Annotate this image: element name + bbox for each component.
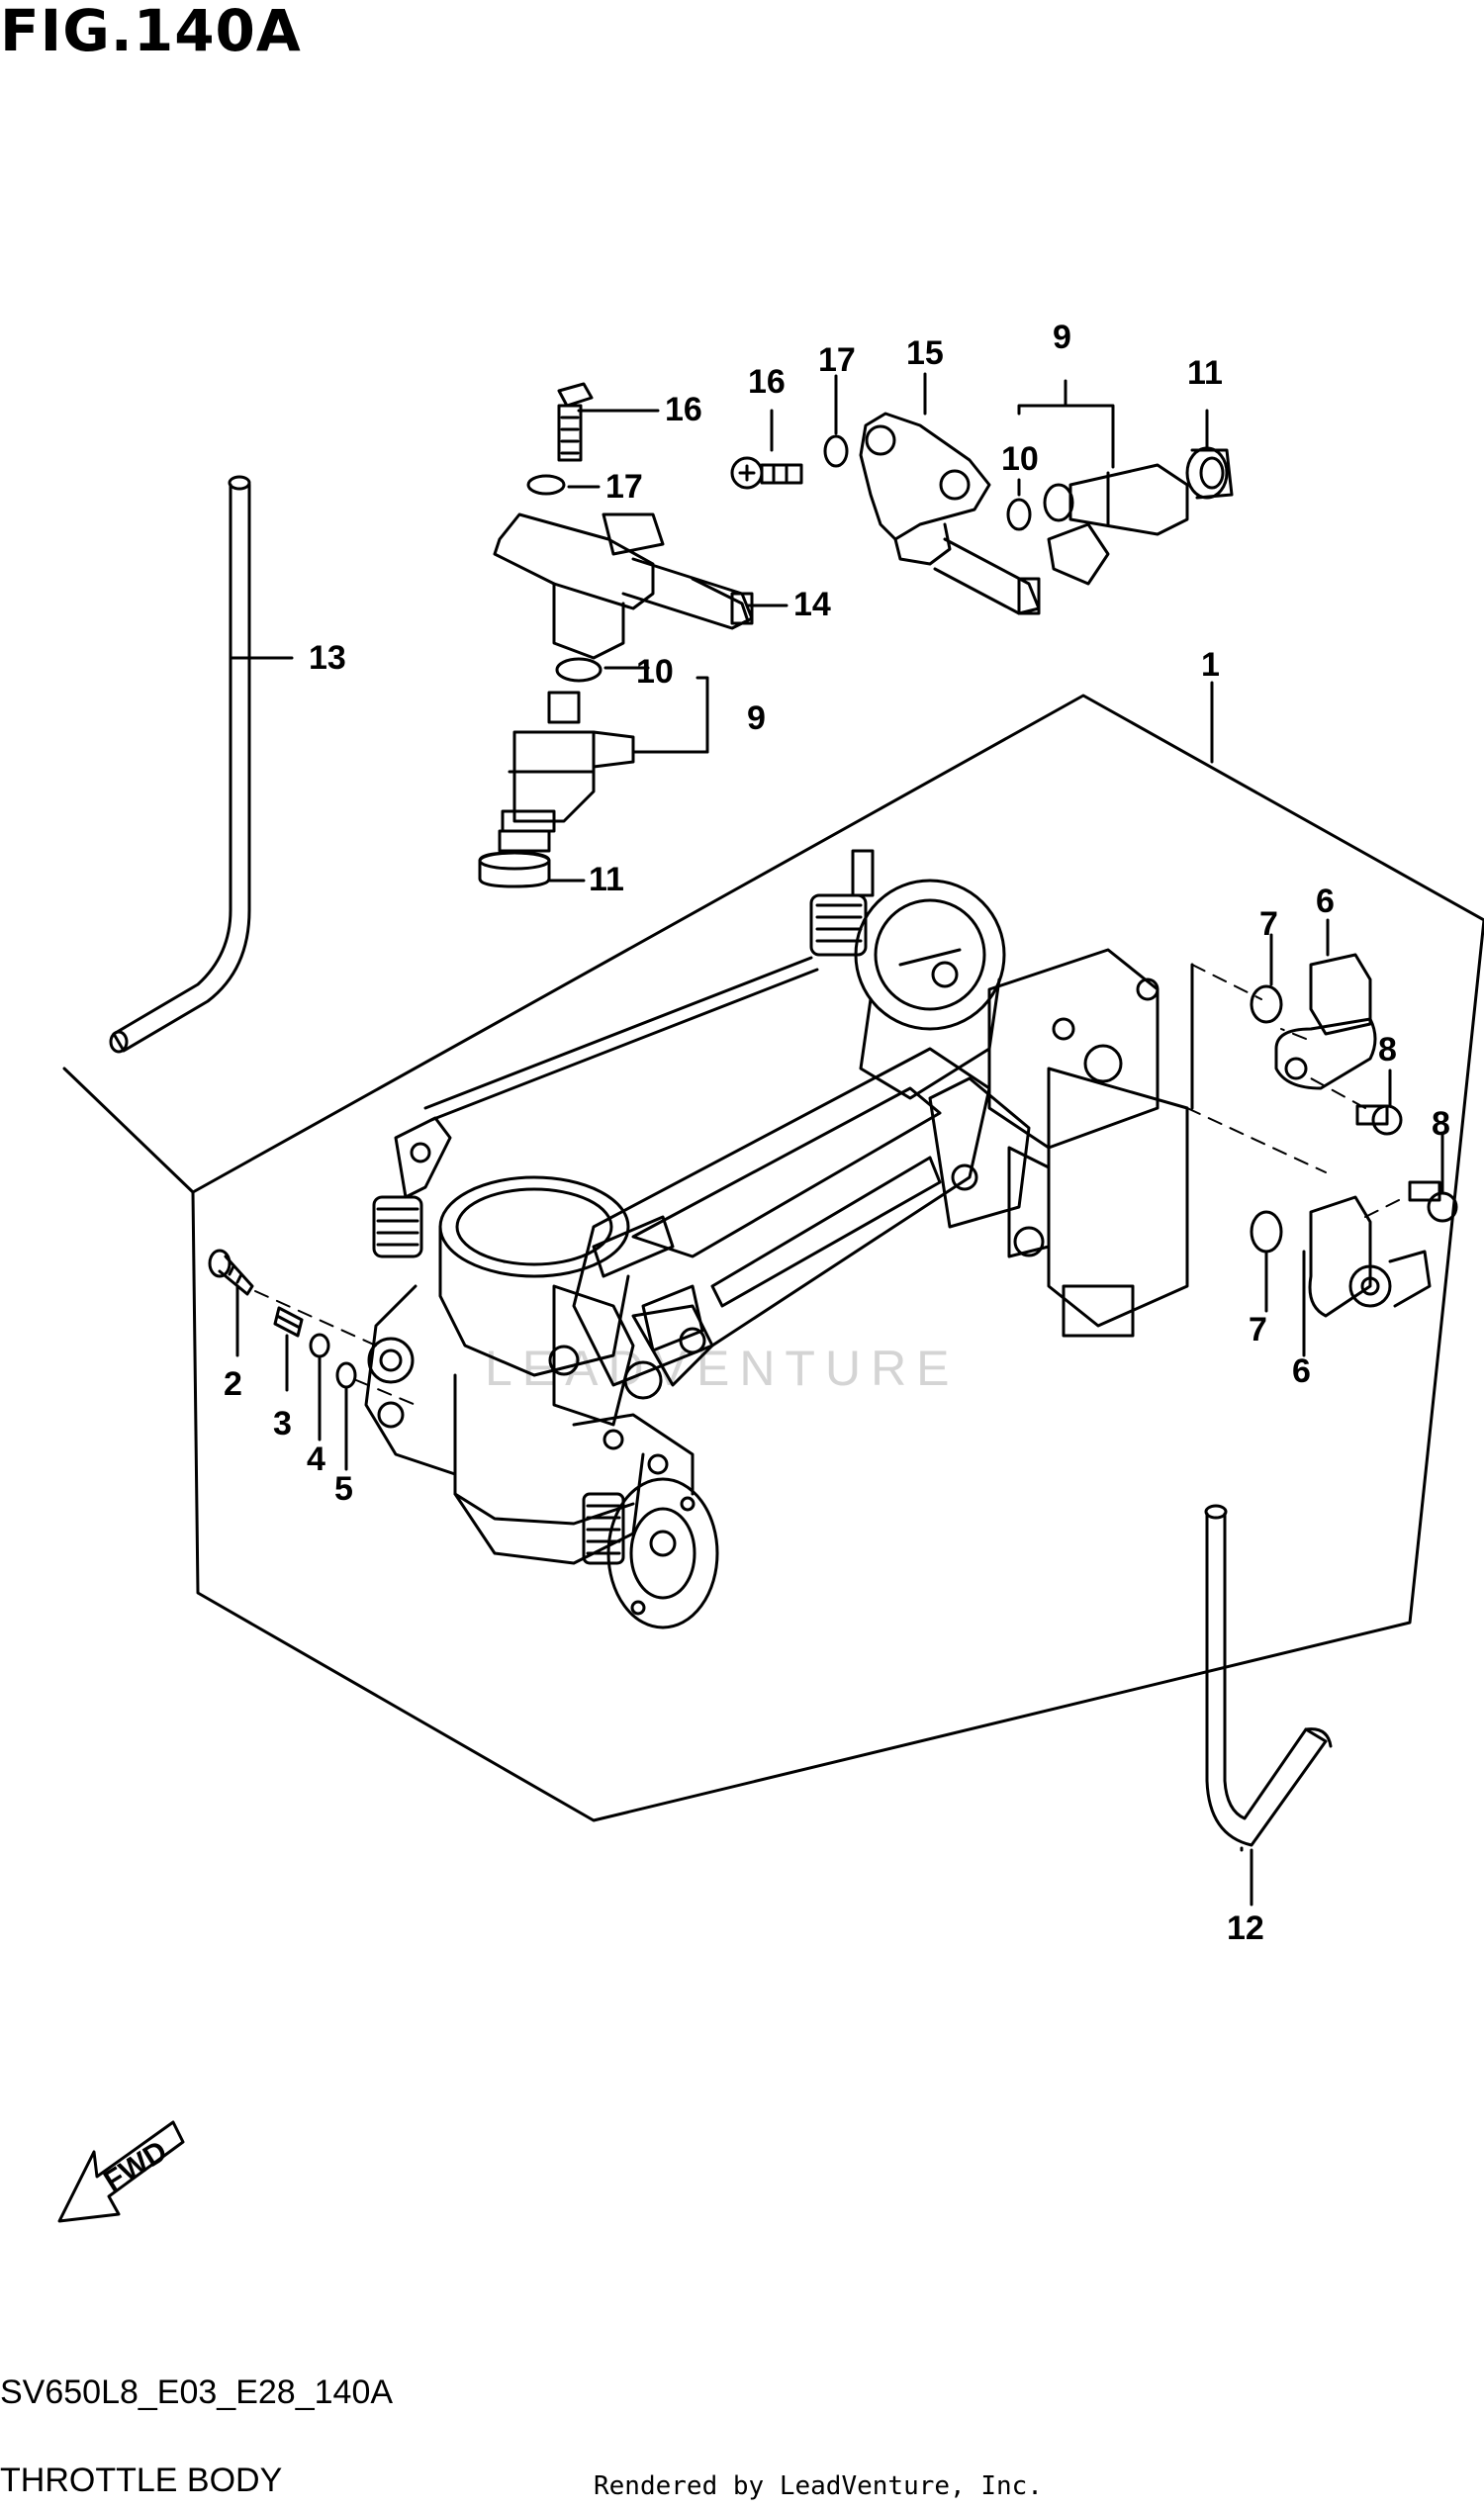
callout-9-right: 9: [1053, 319, 1071, 356]
leader-lines: [231, 374, 1442, 1905]
callout-13: 13: [309, 639, 346, 677]
part-10-o-ring-right: [1008, 500, 1030, 529]
callout-8-lower: 8: [1432, 1105, 1450, 1143]
part-6-sensor-lower: [1310, 1197, 1430, 1316]
part-6-sensor-upper: [1276, 955, 1375, 1088]
assembly-boundary: [193, 696, 1484, 1820]
part-7-o-ring-lower: [1252, 1212, 1281, 1252]
part-17-o-ring-upper: [528, 476, 564, 494]
callout-11-right: 11: [1187, 354, 1223, 392]
part-16-screw-upper: [559, 384, 592, 460]
part-2-screw: [210, 1251, 252, 1294]
callout-9-left: 9: [747, 699, 766, 737]
callout-8-upper: 8: [1378, 1031, 1397, 1069]
part-11-cushion-left: [480, 853, 549, 886]
diagram-code: SV650L8_E03_E28_140A: [0, 2373, 394, 2411]
callout-15: 15: [906, 334, 944, 372]
part-9-fuel-injector-right: [1045, 465, 1187, 584]
callout-12: 12: [1227, 1909, 1264, 1947]
callout-7-upper: 7: [1259, 905, 1278, 943]
diagram-name: THROTTLE BODY: [0, 2462, 283, 2499]
part-5-o-ring: [337, 1363, 355, 1387]
part-14-fuel-delivery-pipe: [495, 514, 752, 658]
callout-3: 3: [273, 1405, 292, 1442]
callout-6-lower: 6: [1292, 1352, 1311, 1390]
callout-7-lower: 7: [1249, 1311, 1267, 1348]
callout-11-left: 11: [589, 861, 624, 898]
part-13-hose: [114, 485, 249, 1051]
part-15-fuel-delivery-pipe: [861, 414, 1039, 613]
part-8-screw-upper: [1357, 1106, 1401, 1134]
throttle-body-assembly: [366, 851, 1187, 1628]
part-11-cushion-right: [1187, 448, 1232, 498]
fwd-arrow-icon: [59, 2122, 183, 2221]
callout-16-upper: 16: [665, 391, 702, 428]
part-7-o-ring-upper: [1252, 986, 1281, 1022]
callout-14: 14: [793, 586, 831, 623]
part-9-fuel-injector-left: [500, 693, 633, 851]
callout-1: 1: [1201, 646, 1220, 684]
callout-5: 5: [334, 1470, 353, 1508]
part-3-spring: [275, 1308, 302, 1336]
part-13-hose-end: [230, 477, 249, 489]
callout-6-upper: 6: [1316, 883, 1335, 920]
callout-17-center: 17: [818, 341, 856, 379]
part-17-o-ring-center: [825, 436, 847, 466]
part-8-screw-lower: [1410, 1182, 1456, 1221]
part-12-hose: [1207, 1514, 1326, 1845]
callout-17-upper: 17: [605, 468, 643, 506]
callout-2: 2: [224, 1365, 242, 1403]
part-10-o-ring-left: [557, 659, 601, 681]
figure-title: FIG.140A: [0, 0, 302, 64]
boundary-pointer-left: [64, 1069, 193, 1192]
callout-10-right: 10: [1001, 440, 1039, 478]
part-16-screw-center: [732, 458, 801, 488]
callout-4: 4: [307, 1441, 325, 1478]
callout-10-left: 10: [636, 653, 674, 691]
callout-16-center: 16: [748, 363, 786, 401]
part-4-washer: [311, 1335, 328, 1356]
render-credit: Rendered by LeadVenture, Inc.: [594, 2471, 1043, 2501]
